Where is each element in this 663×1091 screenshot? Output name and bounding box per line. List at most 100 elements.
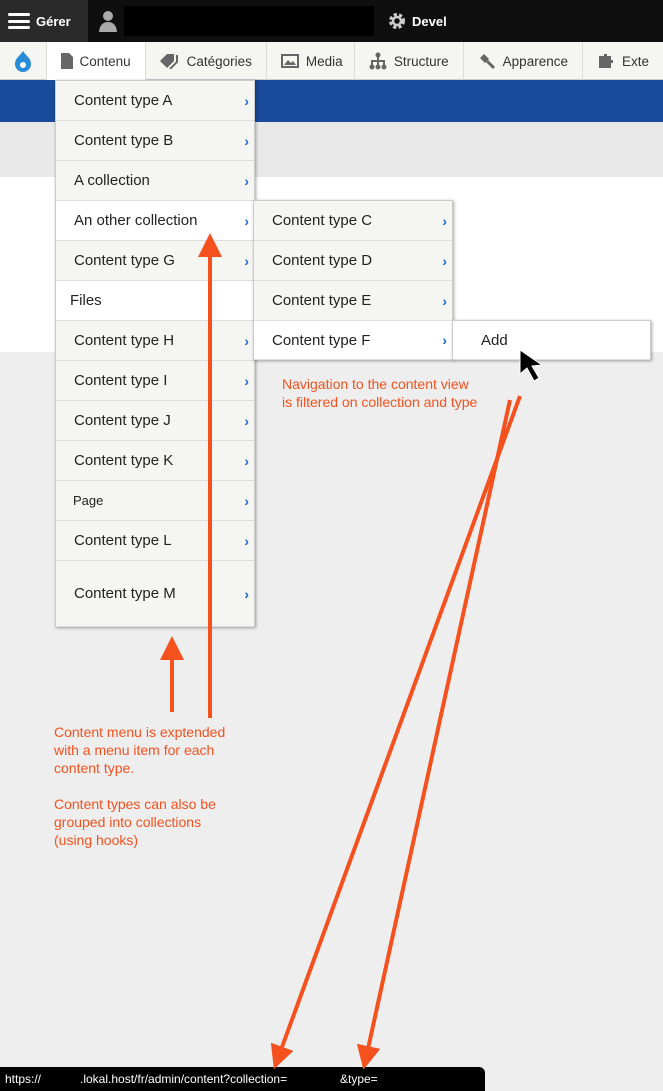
menu-item-label: Content type B [74,132,174,149]
menu-item-label: A collection [74,172,150,189]
menu-item-label: Content type J [74,412,171,429]
tab-label: Media [305,53,343,69]
annotation-arrow [270,395,522,1070]
chevron-right-icon: › [442,252,447,269]
sitemap-icon [369,52,387,70]
chevron-right-icon: › [244,92,249,109]
tab-apparence[interactable]: Apparence [464,42,583,80]
menu-item[interactable]: Content type M › [56,561,254,627]
menu-item-label: Page [73,493,104,508]
menu-item[interactable]: Content type G › [56,241,254,281]
chevron-right-icon: › [442,332,447,348]
chevron-right-icon: › [442,292,447,309]
menu-item[interactable]: Content type H › [56,321,254,361]
menu-item-label: Content type C [272,212,373,229]
note-line: content type. [54,760,135,776]
menu-item[interactable]: Page › [56,481,254,521]
menu-item[interactable]: Content type A › [56,81,254,121]
menu-item[interactable]: Content type D › [254,241,452,281]
devel-button[interactable]: Devel [388,0,447,42]
tab-label: Structure [393,53,449,69]
content-menu: Content type A›Content type B›A collecti… [55,80,255,627]
note-line: with a menu item for each [54,742,215,758]
tab-label: Apparence [502,53,568,69]
chevron-right-icon: › [244,452,249,469]
note-line: Content menu is exptended [54,724,226,740]
menu-item[interactable]: Content type J › [56,401,254,441]
menu-item[interactable]: Content type L › [56,521,254,561]
chevron-right-icon: › [244,372,249,389]
note-line: Content types can also be [54,796,216,812]
chevron-right-icon: › [244,172,249,189]
menu-item-label: Content type K [74,452,174,469]
content-type-f-submenu: Add [452,320,651,360]
puzzle-icon [598,54,613,68]
chevron-right-icon: › [244,492,249,509]
chevron-right-icon: › [244,212,249,229]
menu-item-label: Content type L [74,532,172,549]
toolbar-tray: Contenu Catégories Media Structure Appar… [0,42,663,80]
menu-item[interactable]: Content type F › [254,321,452,360]
tab-label: Contenu [79,53,131,69]
tab-categories[interactable]: Catégories [146,42,267,80]
menu-item[interactable]: Content type B › [56,121,254,161]
note-line: grouped into collections [54,814,202,830]
menu-item-label: Files [70,292,102,309]
annotation-arrow [356,399,512,1070]
redacted-username [124,6,374,36]
menu-item[interactable]: Content type K › [56,441,254,481]
menu-item-label: Content type E [272,292,372,309]
menu-item-label: Content type H [74,332,175,349]
tab-label: Catégories [186,53,252,69]
chevron-right-icon: › [244,412,249,429]
menu-item-label: Content type F [272,331,371,349]
menu-item[interactable]: A collection › [56,161,254,201]
menu-item[interactable]: Content type I › [56,361,254,401]
manage-button[interactable]: Gérer [0,0,88,42]
devel-label: Devel [412,13,447,29]
chevron-right-icon: › [244,132,249,149]
url-scheme: https:// [5,1072,42,1086]
chevron-right-icon: › [244,532,249,549]
menu-item[interactable]: Content type C › [254,201,452,241]
menu-item[interactable]: Files [56,281,254,321]
manage-label: Gérer [36,13,71,29]
gear-icon [389,13,405,29]
tab-extend[interactable]: Exte [583,42,663,80]
url-path: .lokal.host/fr/admin/content?collection= [80,1072,288,1086]
menu-item[interactable]: Add [453,321,650,360]
tab-structure[interactable]: Structure [355,42,464,80]
image-icon [280,54,299,68]
menu-item-label: Content type D [272,252,373,269]
tab-contenu[interactable]: Contenu [46,42,146,80]
menu-item[interactable]: Content type E › [254,281,452,321]
chevron-right-icon: › [244,332,249,349]
menu-item[interactable]: An other collection › [56,201,254,241]
menu-note: Content menu is exptended with a menu it… [54,723,225,849]
file-icon [60,53,73,69]
menu-item-label: Content type M [74,585,176,602]
chevron-right-icon: › [244,585,249,602]
menu-item-label: Content type G [74,252,175,269]
chevron-right-icon: › [244,252,249,269]
menu-icon [8,13,30,29]
tab-label: Exte [621,53,649,69]
collection-submenu: Content type C›Content type D›Content ty… [253,200,453,360]
menu-item-label: Content type I [74,372,168,389]
tab-media[interactable]: Media [267,42,355,80]
menu-item-label: Content type A [74,92,173,109]
brush-icon [479,54,495,70]
url-type-param: &type= [340,1072,378,1086]
tag-icon [159,54,178,69]
navigation-note: Navigation to the content view is filter… [282,375,477,411]
note-line: (using hooks) [54,832,139,848]
menu-item-label: Add [481,331,508,349]
status-bar-url: https:// .lokal.host/fr/admin/content?co… [0,1067,485,1091]
drupal-logo-icon [14,51,31,72]
chevron-right-icon: › [442,212,447,229]
drupal-home[interactable] [0,42,47,80]
user-icon[interactable] [98,10,118,32]
note-line: Navigation to the content view [282,376,469,392]
note-line: is filtered on collection and type [282,394,478,410]
menu-item-label: An other collection [74,212,198,229]
